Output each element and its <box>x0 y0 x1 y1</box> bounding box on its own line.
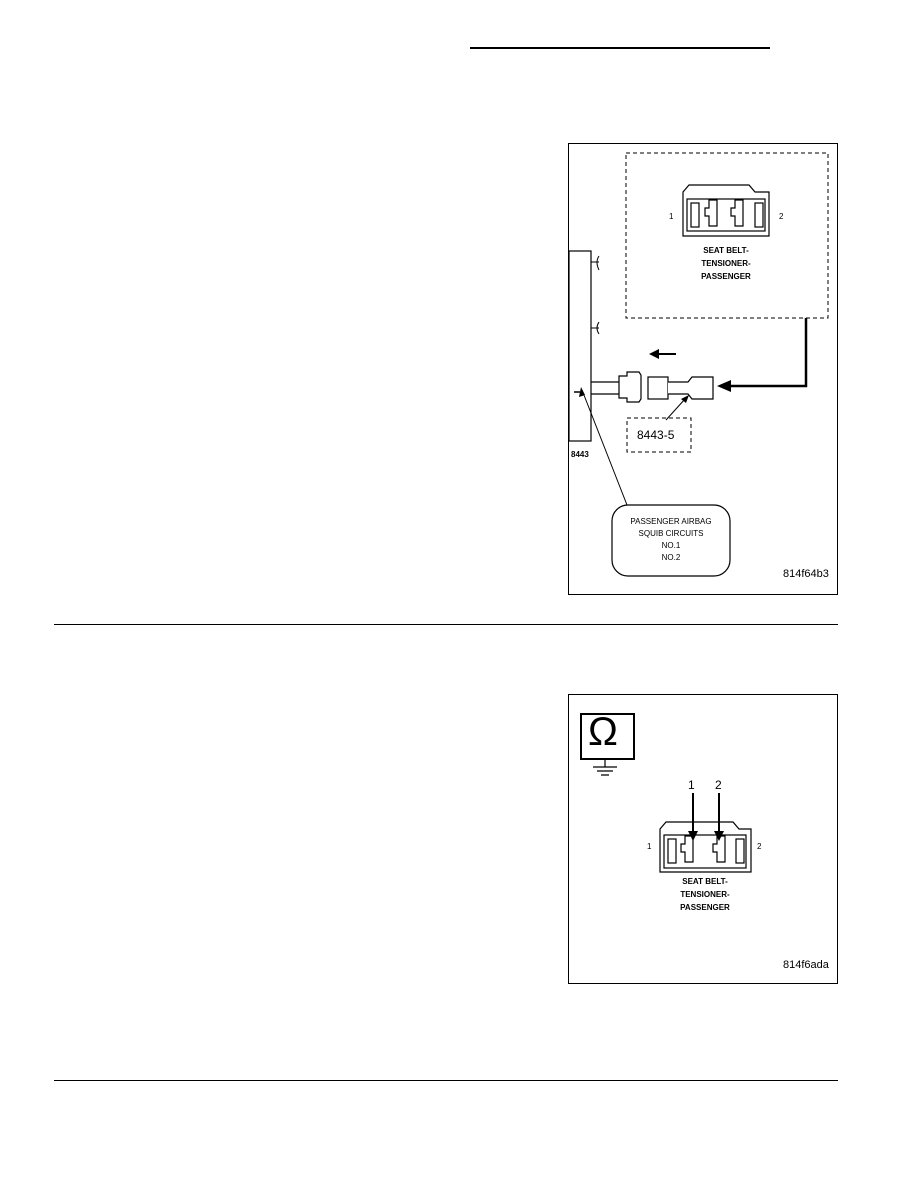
connector-2-label-line-1: SEAT BELT- <box>682 877 728 886</box>
connector-face <box>682 184 770 237</box>
inset-leader-arrow <box>729 318 808 388</box>
callout-text: PASSENGER AIRBAG SQUIB CIRCUITS NO.1 NO.… <box>612 516 730 564</box>
connector-2-pin-1: 1 <box>647 842 652 851</box>
callout-bubble <box>611 504 731 577</box>
connector-2-pin-2: 2 <box>757 842 762 851</box>
callout-line-3: NO.1 <box>661 541 681 550</box>
direction-arrow <box>649 349 659 359</box>
callout-line-2: SQUIB CIRCUITS <box>638 529 704 538</box>
fixture-label: 8443 <box>571 450 589 459</box>
figure-connect-tool: 1 2 SEAT BELT- TENSIONER- PASSENGER 8443… <box>568 143 838 595</box>
figure-measure-resistance: Ω 1 2 1 2 SEAT BELT- TENSIONER- PASSENGE… <box>568 694 838 984</box>
connector-label-line-2: TENSIONER- <box>701 259 751 268</box>
connector-label-line-3: PASSENGER <box>701 272 751 281</box>
adapter-plug <box>618 371 642 403</box>
connector-label-line-1: SEAT BELT- <box>703 246 749 255</box>
probe-1-label: 1 <box>688 778 695 792</box>
section-rule-bottom <box>54 1080 838 1081</box>
connector-2-label-line-2: TENSIONER- <box>680 890 730 899</box>
header-rule <box>470 47 770 49</box>
connector-pin-2: 2 <box>779 212 784 221</box>
figure-1-drawing <box>569 152 829 577</box>
probe-2-label: 2 <box>715 778 722 792</box>
section-rule <box>54 624 838 625</box>
ground-symbol <box>593 759 617 776</box>
connector-inset-box <box>625 152 829 319</box>
tool-8443-5-head <box>647 376 669 400</box>
ohmmeter-box <box>580 713 635 760</box>
ohm-symbol: Ω <box>588 710 618 754</box>
connector-face-2 <box>659 821 752 873</box>
tool-8443-5-body <box>668 376 714 400</box>
figure-2-id: 814f6ada <box>783 959 829 971</box>
tool-label-box <box>626 417 692 453</box>
figure-id: 814f64b3 <box>783 568 829 580</box>
tool-label: 8443-5 <box>637 428 675 442</box>
connector-label: SEAT BELT- TENSIONER- PASSENGER <box>681 244 771 283</box>
figure-2-drawing <box>580 713 752 873</box>
callout-line-1: PASSENGER AIRBAG <box>630 517 712 526</box>
connector-2-label-line-3: PASSENGER <box>680 903 730 912</box>
fixture-8443-body <box>569 250 592 442</box>
callout-line-4: NO.2 <box>661 553 681 562</box>
connector-2-label: SEAT BELT- TENSIONER- PASSENGER <box>659 875 751 914</box>
connector-pin-1: 1 <box>669 212 674 221</box>
